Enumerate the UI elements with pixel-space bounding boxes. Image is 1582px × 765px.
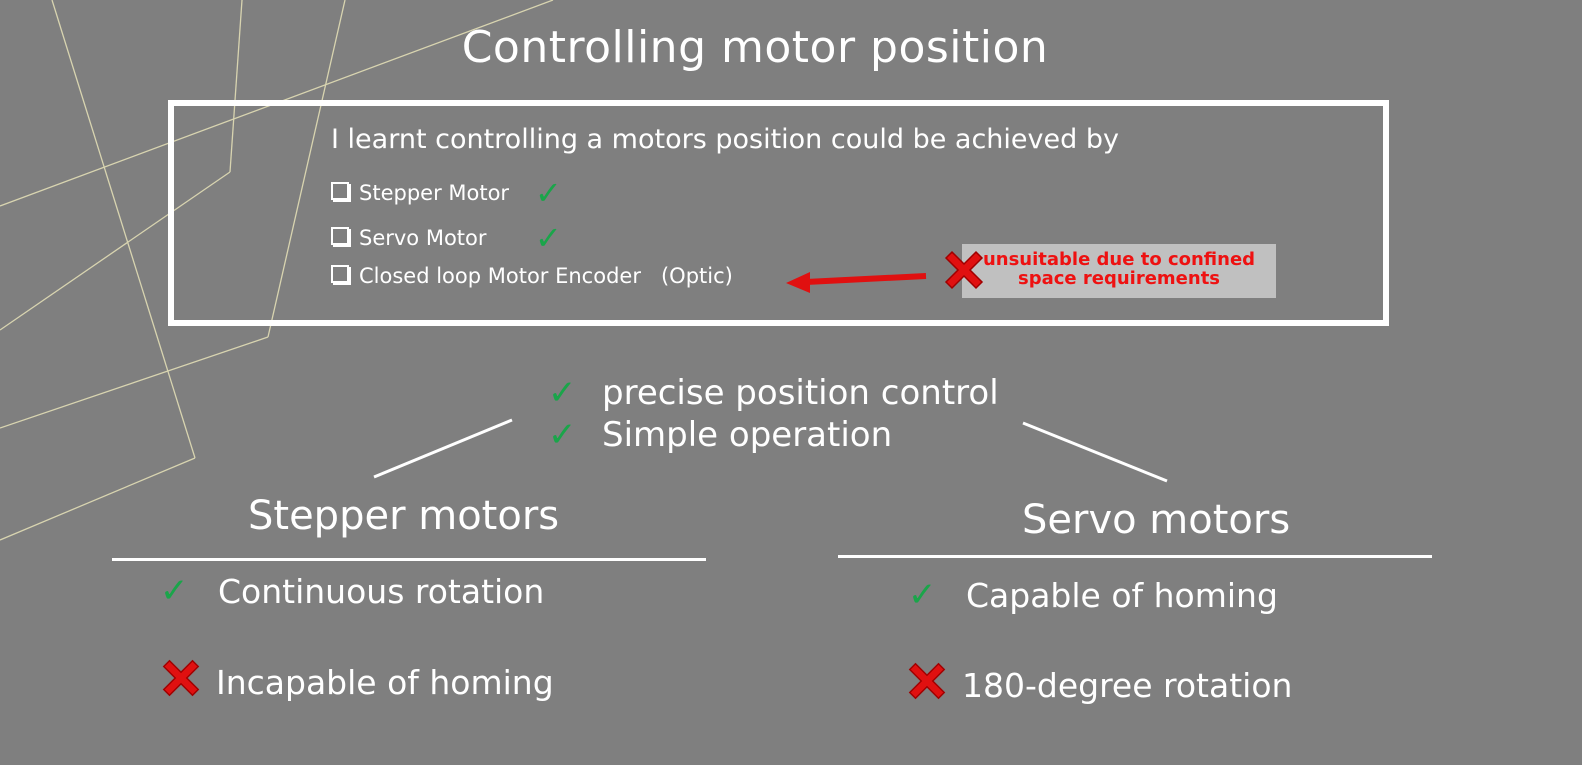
option-stepper: Stepper Motor ✓ xyxy=(331,174,562,212)
benefit-label: precise position control xyxy=(602,373,999,413)
servo-divider xyxy=(838,555,1432,558)
cross-icon xyxy=(944,250,984,290)
check-icon: ✓ xyxy=(548,373,577,413)
option-label: Stepper Motor xyxy=(359,181,510,205)
con-label: Incapable of homing xyxy=(216,662,554,702)
connector-right xyxy=(1022,421,1168,483)
option-label: Servo Motor xyxy=(359,226,487,250)
benefit-label: Simple operation xyxy=(602,415,893,455)
stepper-heading: Stepper motors xyxy=(248,493,560,539)
option-label: Closed loop Motor Encoder (Optic) xyxy=(359,264,733,288)
stepper-con: Incapable of homing xyxy=(158,655,554,709)
cross-icon xyxy=(904,658,962,712)
servo-pro: ✓ Capable of homing xyxy=(908,575,1278,615)
check-icon: ✓ xyxy=(548,415,577,455)
intro-text: I learnt controlling a motors position c… xyxy=(331,124,1119,155)
arrow-left-icon xyxy=(786,272,927,293)
shared-benefits: ✓ precise position control ✓ Simple oper… xyxy=(548,372,999,456)
servo-con: 180-degree rotation xyxy=(904,658,1292,712)
option-encoder: Closed loop Motor Encoder (Optic) xyxy=(331,264,733,288)
check-icon: ✓ xyxy=(160,571,189,611)
con-label: 180-degree rotation xyxy=(962,665,1293,705)
check-icon: ✓ xyxy=(535,174,562,212)
servo-heading: Servo motors xyxy=(1022,497,1291,543)
cross-icon xyxy=(158,655,216,709)
checkbox-icon xyxy=(331,182,349,200)
benefit-item: ✓ Simple operation xyxy=(548,414,999,456)
stepper-pro: ✓ Continuous rotation xyxy=(160,571,544,611)
note-line-1: unsuitable due to confined xyxy=(982,249,1256,270)
pro-label: Continuous rotation xyxy=(218,571,545,611)
checkbox-icon xyxy=(331,265,349,283)
check-icon: ✓ xyxy=(908,575,937,615)
rejection-note: unsuitable due to confined space require… xyxy=(962,244,1276,298)
pro-label: Capable of homing xyxy=(966,575,1278,615)
options-box xyxy=(168,100,1389,326)
check-icon: ✓ xyxy=(535,219,562,257)
stepper-divider xyxy=(112,558,706,561)
note-line-2: space requirements xyxy=(1017,268,1221,289)
benefit-item: ✓ precise position control xyxy=(548,372,999,414)
page-title: Controlling motor position xyxy=(461,22,1049,73)
option-servo: Servo Motor ✓ xyxy=(331,219,562,257)
checkbox-icon xyxy=(331,227,349,245)
connector-left xyxy=(373,418,513,479)
